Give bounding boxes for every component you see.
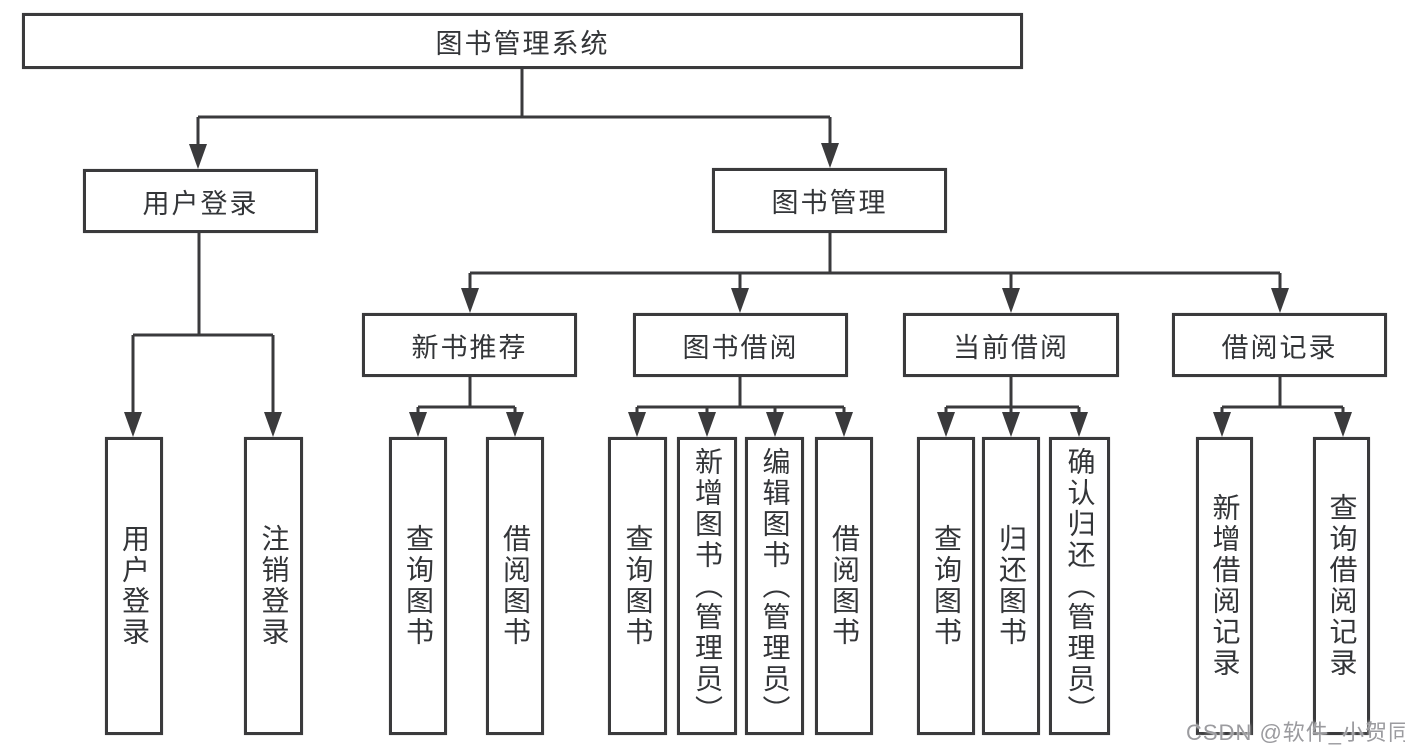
- leaf-edit-books-admin: 编辑图书（管理员）: [745, 437, 804, 735]
- leaf-add-borrow-record-label: 新增借阅记录: [1209, 493, 1241, 679]
- leaf-edit-books-admin-label: 编辑图书（管理员）: [759, 446, 791, 726]
- node-library-system-label: 图书管理系统: [435, 28, 610, 59]
- leaf-return-books-label: 归还图书: [996, 524, 1027, 648]
- node-user-login: 用户登录: [83, 169, 318, 233]
- connector-user-login-children: [131, 233, 275, 432]
- node-book-management-label: 图书管理: [771, 188, 888, 218]
- node-user-login-label: 用户登录: [142, 188, 259, 219]
- node-borrow-record-label: 借阅记录: [1221, 332, 1338, 363]
- node-new-book-recommend-label: 新书推荐: [411, 332, 528, 363]
- node-library-system: 图书管理系统: [22, 13, 1023, 69]
- connector-book-borrow-children: [635, 377, 846, 432]
- arrowheads: [124, 143, 1352, 437]
- node-borrow-record: 借阅记录: [1172, 313, 1387, 377]
- leaf-add-books-admin-label: 新增图书（管理员）: [692, 446, 723, 726]
- leaf-logout: 注销登录: [244, 437, 303, 735]
- node-book-borrow-label: 图书借阅: [682, 332, 799, 363]
- leaf-borrow-books-label: 借阅图书: [829, 524, 860, 648]
- node-new-book-recommend: 新书推荐: [362, 313, 577, 377]
- connector-borrow-record-children: [1220, 377, 1345, 432]
- leaf-confirm-return-admin: 确认归还（管理员）: [1049, 437, 1110, 735]
- csdn-watermark: CSDN @软件_小贺同学: [1186, 720, 1405, 745]
- leaf-newbook-borrow-books-label: 借阅图书: [500, 524, 531, 648]
- node-book-borrow: 图书借阅: [633, 313, 848, 377]
- leaf-query-borrow-record: 查询借阅记录: [1313, 437, 1370, 735]
- leaf-query-borrow-record-label: 查询借阅记录: [1326, 493, 1358, 679]
- connector-book-management-children: [468, 233, 1282, 308]
- leaf-user-login-label: 用户登录: [119, 524, 150, 648]
- leaf-current-query-books-label: 查询图书: [931, 524, 962, 648]
- leaf-borrow-query-books-label: 查询图书: [622, 524, 654, 648]
- leaf-newbook-query-books: 查询图书: [389, 437, 447, 735]
- leaf-add-books-admin: 新增图书（管理员）: [677, 437, 737, 735]
- leaf-logout-label: 注销登录: [258, 524, 290, 648]
- leaf-user-login: 用户登录: [105, 437, 163, 735]
- leaf-add-borrow-record: 新增借阅记录: [1196, 437, 1253, 735]
- node-current-borrow: 当前借阅: [903, 313, 1119, 377]
- connector-root-to-level2: [196, 69, 832, 146]
- leaf-borrow-books: 借阅图书: [815, 437, 873, 735]
- leaf-current-query-books: 查询图书: [917, 437, 975, 735]
- leaf-newbook-query-books-label: 查询图书: [403, 524, 434, 648]
- leaf-borrow-query-books: 查询图书: [608, 437, 667, 735]
- connector-new-book-children: [416, 377, 517, 432]
- node-book-management: 图书管理: [712, 168, 947, 233]
- node-current-borrow-label: 当前借阅: [953, 332, 1069, 363]
- leaf-confirm-return-admin-label: 确认归还（管理员）: [1064, 446, 1096, 726]
- leaf-return-books: 归还图书: [982, 437, 1040, 735]
- leaf-newbook-borrow-books: 借阅图书: [486, 437, 544, 735]
